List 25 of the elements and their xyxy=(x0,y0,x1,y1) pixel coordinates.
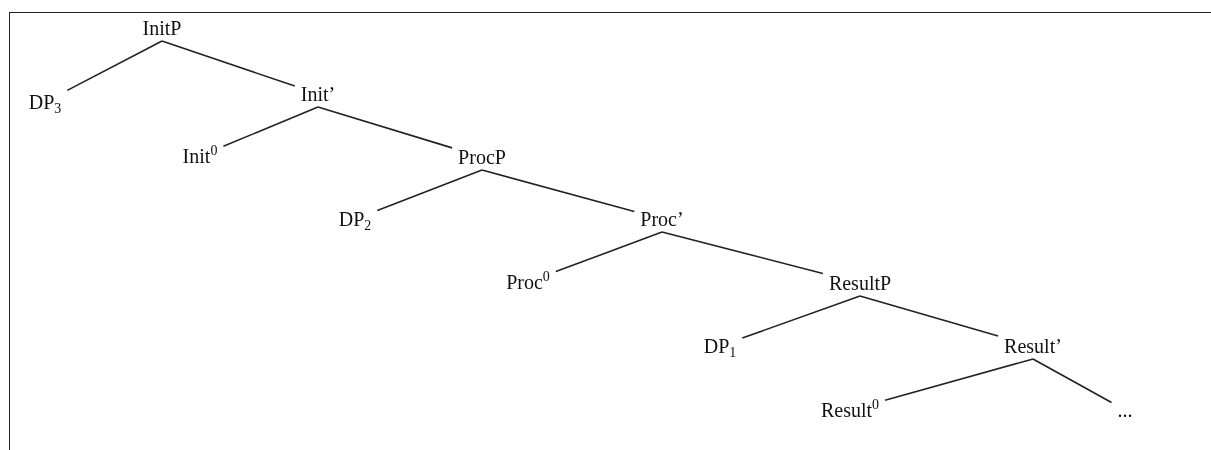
tree-branch-line xyxy=(1032,358,1113,404)
tree-node-label: Proc’ xyxy=(640,208,684,230)
tree-node-label: DP$_{1}$ xyxy=(703,335,737,357)
tree-node-label: Init’ xyxy=(300,83,336,105)
tree-branch-line xyxy=(481,169,636,213)
tree-branch-line xyxy=(555,231,663,273)
tree-node-label: InitP xyxy=(142,17,182,39)
tree-node-label: Proc$^{0}$ xyxy=(506,271,550,293)
tree-node-label: Result’ xyxy=(1004,335,1062,357)
tree-node-label: ProcP xyxy=(458,146,506,168)
tree-branch-line xyxy=(741,295,861,339)
tree-node-label: DP$_{3}$ xyxy=(28,91,62,113)
tree-node-label: ... xyxy=(1117,399,1133,421)
tree-branch-line xyxy=(661,231,824,275)
tree-branch-line xyxy=(66,40,163,92)
tree-branch-line xyxy=(859,295,999,337)
tree-node-label: DP$_{2}$ xyxy=(338,208,372,230)
tree-branch-line xyxy=(161,40,296,87)
tree-node-label: Result$^{0}$ xyxy=(820,399,880,421)
tree-branch-line xyxy=(222,106,319,148)
tree-branch-line xyxy=(884,358,1034,402)
tree-branch-line xyxy=(317,106,453,149)
tree-node-label: Init$^{0}$ xyxy=(182,145,218,167)
tree-branch-line xyxy=(376,169,483,212)
tree-node-label: ResultP xyxy=(828,272,892,294)
